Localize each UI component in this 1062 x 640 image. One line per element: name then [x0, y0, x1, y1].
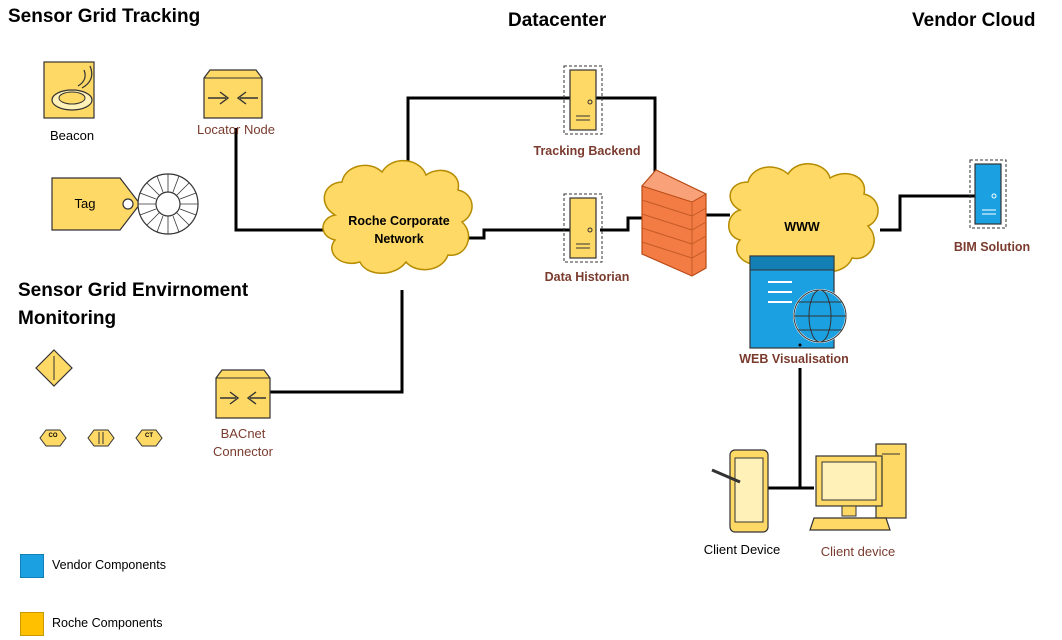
roche-network-label-line1: Roche Corporate	[348, 214, 450, 228]
client-device-tablet-label: Client Device	[703, 542, 781, 557]
web-visualisation-label: WEB Visualisation	[739, 352, 849, 366]
tablet-client-icon	[711, 449, 769, 533]
tag-label: Tag	[74, 196, 96, 211]
tracking-backend-label: Tracking Backend	[533, 144, 641, 158]
web-visualisation-icon	[749, 255, 847, 349]
bacnet-connector-icon	[215, 369, 271, 419]
link-network-to-historian	[465, 228, 583, 240]
sensor-grid-env-heading-line2: Monitoring	[18, 308, 117, 329]
link-locator-to-network	[234, 128, 330, 232]
link-network-to-tracking	[406, 96, 657, 182]
link-webvis-to-clients	[768, 368, 814, 490]
beacon-icon	[43, 61, 95, 119]
data-historian-label: Data Historian	[544, 270, 630, 284]
desktop-client-icon	[809, 443, 907, 531]
sensor-grid-env-heading-line1: Sensor Grid Envirnoment	[18, 280, 249, 301]
datacenter-heading: Datacenter	[508, 10, 607, 31]
vendor-cloud-heading: Vendor Cloud	[912, 10, 1036, 31]
legend-roche-swatch	[20, 612, 44, 636]
ct-sensor-text: CT	[145, 433, 153, 439]
connection-lines	[234, 96, 975, 490]
link-historian-to-firewall	[600, 216, 642, 232]
firewall-icon	[641, 169, 708, 277]
env-diamond-sensor-icon	[35, 349, 73, 387]
bacnet-label-line1: BACnet	[220, 426, 266, 441]
locator-node-icon	[203, 69, 263, 119]
bacnet-label-line2: Connector	[213, 444, 273, 459]
link-network-to-bacnet	[270, 290, 404, 394]
ct-sensor-icon	[135, 429, 163, 447]
junction-dot	[798, 343, 802, 347]
legend-vendor-swatch	[20, 554, 44, 578]
capacitor-sensor-icon	[87, 429, 115, 447]
roche-network-label-line2: Network	[374, 232, 424, 246]
legend-roche-label: Roche Components	[52, 616, 163, 630]
data-historian-server-icon	[563, 193, 603, 263]
tracking-backend-server-icon	[563, 65, 603, 135]
link-www-to-bim	[880, 194, 975, 232]
co-sensor-text: CO	[48, 433, 58, 439]
locator-node-label: Locator Node	[196, 122, 276, 137]
tag-icon	[51, 173, 199, 235]
beacon-label: Beacon	[49, 128, 95, 143]
bim-solution-label: BIM Solution	[953, 240, 1031, 254]
bim-solution-server-icon	[969, 159, 1007, 229]
client-device-pc-label: Client device	[820, 544, 896, 559]
sensor-grid-tracking-heading: Sensor Grid Tracking	[8, 6, 201, 27]
legend-vendor-label: Vendor Components	[52, 558, 166, 572]
roche-network-cloud	[322, 159, 473, 274]
www-label: WWW	[784, 220, 820, 234]
www-cloud	[728, 163, 879, 276]
co-sensor-icon	[39, 429, 67, 447]
